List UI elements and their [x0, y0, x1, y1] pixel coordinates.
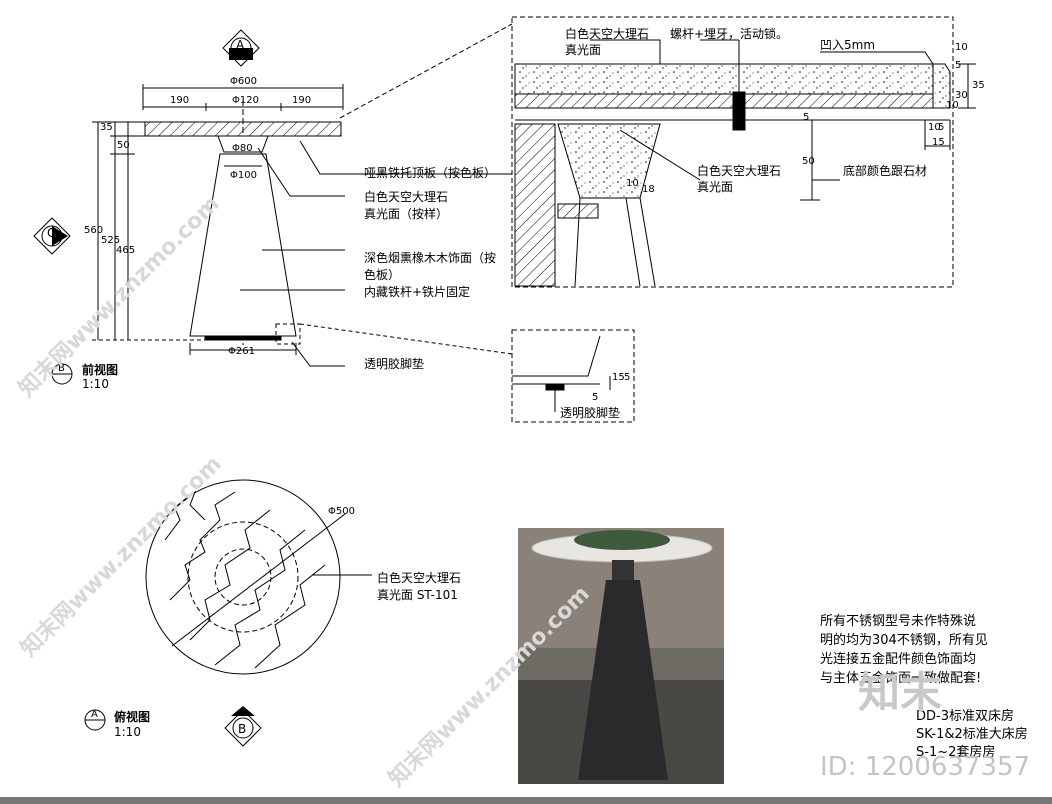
room-type-1: DD-3标准双床房 — [916, 709, 1014, 724]
brand-logo: 知末 — [858, 668, 943, 717]
detail-bottom-dim-5b: 5 — [624, 372, 631, 383]
marker-c-label: C — [47, 226, 56, 240]
detail-top — [511, 16, 976, 288]
detail-dim-35: 35 — [972, 80, 985, 91]
view-marker-b — [51, 363, 73, 385]
front-view-title: 前视图 — [82, 363, 119, 377]
detail-label-recess: 凹入5mm — [820, 38, 876, 52]
dim-d261: Φ261 — [228, 346, 255, 357]
detail-dim-10c: 10 — [626, 178, 639, 189]
dim-35: 35 — [100, 122, 113, 133]
front-view — [92, 23, 513, 367]
top-view-dim-500: Φ500 — [328, 506, 355, 517]
detail-label-marble: 白色天空大理石 — [565, 27, 650, 41]
detail-label-marble-b: 真光面 — [565, 43, 602, 57]
detail-bottom-dim-5: 5 — [592, 392, 599, 403]
note-line-2: 明的均为304不锈钢，所有见 — [820, 633, 988, 648]
detail-dim-10d: 10 — [955, 42, 968, 53]
label-oak-b: 色板） — [364, 268, 401, 282]
dim-560: 560 — [84, 225, 104, 236]
label-pad: 透明胶脚垫 — [364, 357, 425, 371]
top-view-label-b: 真光面 ST-101 — [377, 588, 458, 602]
top-view-scale: 1:10 — [114, 725, 141, 739]
detail-label-bottom-color: 底部颜色跟石材 — [843, 164, 928, 178]
top-view-label-a: 白色天空大理石 — [377, 571, 462, 585]
detail-dim-15: 15 — [932, 137, 945, 148]
dim-d600: Φ600 — [230, 76, 257, 87]
view-id-a: A — [91, 709, 98, 720]
note-line-1: 所有不锈钢型号未作特殊说 — [820, 614, 977, 629]
dim-525: 525 — [101, 235, 121, 246]
detail-dim-10b: 10 — [928, 122, 941, 133]
detail-dim-30: 30 — [955, 90, 968, 101]
bottom-bar — [0, 797, 1052, 804]
view-id-b: B — [58, 363, 65, 374]
detail-label-screw: 螺杆+埋牙，活动锁。 — [670, 27, 789, 41]
label-oak-a: 深色烟熏橡木木饰面（按 — [364, 251, 497, 265]
section-marker-b — [224, 706, 262, 747]
note-line-4: 与主体五金饰面一致做配套! — [820, 671, 982, 686]
front-view-scale: 1:10 — [82, 377, 109, 391]
note-line-3: 光连接五金配件颜色饰面均 — [820, 652, 977, 667]
detail-dim-5: 5 — [955, 60, 962, 71]
label-rod: 内藏铁杆+铁片固定 — [364, 285, 471, 299]
detail-dim-5c: 5 — [803, 112, 810, 123]
detail-dim-5b: 5 — [938, 122, 945, 133]
detail-dim-18: 18 — [642, 184, 655, 195]
label-marble-a: 白色天空大理石 — [364, 190, 449, 204]
dim-190-left: 190 — [170, 95, 190, 106]
section-marker-c — [33, 217, 71, 255]
dim-50: 50 — [117, 140, 130, 151]
dim-190-right: 190 — [292, 95, 312, 106]
dim-d80: Φ80 — [232, 143, 253, 154]
product-photo — [518, 528, 724, 784]
top-view — [145, 479, 372, 675]
dim-d120: Φ120 — [232, 95, 259, 106]
label-top-plate: 哑黑铁托顶板（按色板） — [364, 166, 497, 180]
dim-465: 465 — [116, 245, 136, 256]
detail-bottom — [511, 329, 635, 423]
detail-label-pad: 透明胶脚垫 — [560, 406, 621, 420]
detail-dim-10: 10 — [946, 100, 959, 111]
detail-dim-50: 50 — [802, 156, 815, 167]
label-marble-b: 真光面（按样） — [364, 207, 449, 221]
detail-bottom-dim-15: 15 — [612, 372, 625, 383]
view-marker-a — [84, 709, 106, 731]
marker-b-label: B — [238, 722, 247, 736]
detail-label-marble-2b: 真光面 — [697, 180, 734, 194]
room-type-2: SK-1&2标准大床房 — [916, 727, 1028, 742]
detail-label-marble-2a: 白色天空大理石 — [697, 164, 782, 178]
section-marker-a — [222, 29, 260, 67]
brand-id: ID: 1200637357 — [820, 752, 1031, 782]
room-type-3: S-1~2套房房 — [916, 745, 996, 760]
marker-a-label: A — [236, 38, 245, 52]
dim-d100: Φ100 — [230, 170, 257, 181]
top-view-title: 俯视图 — [114, 710, 151, 724]
